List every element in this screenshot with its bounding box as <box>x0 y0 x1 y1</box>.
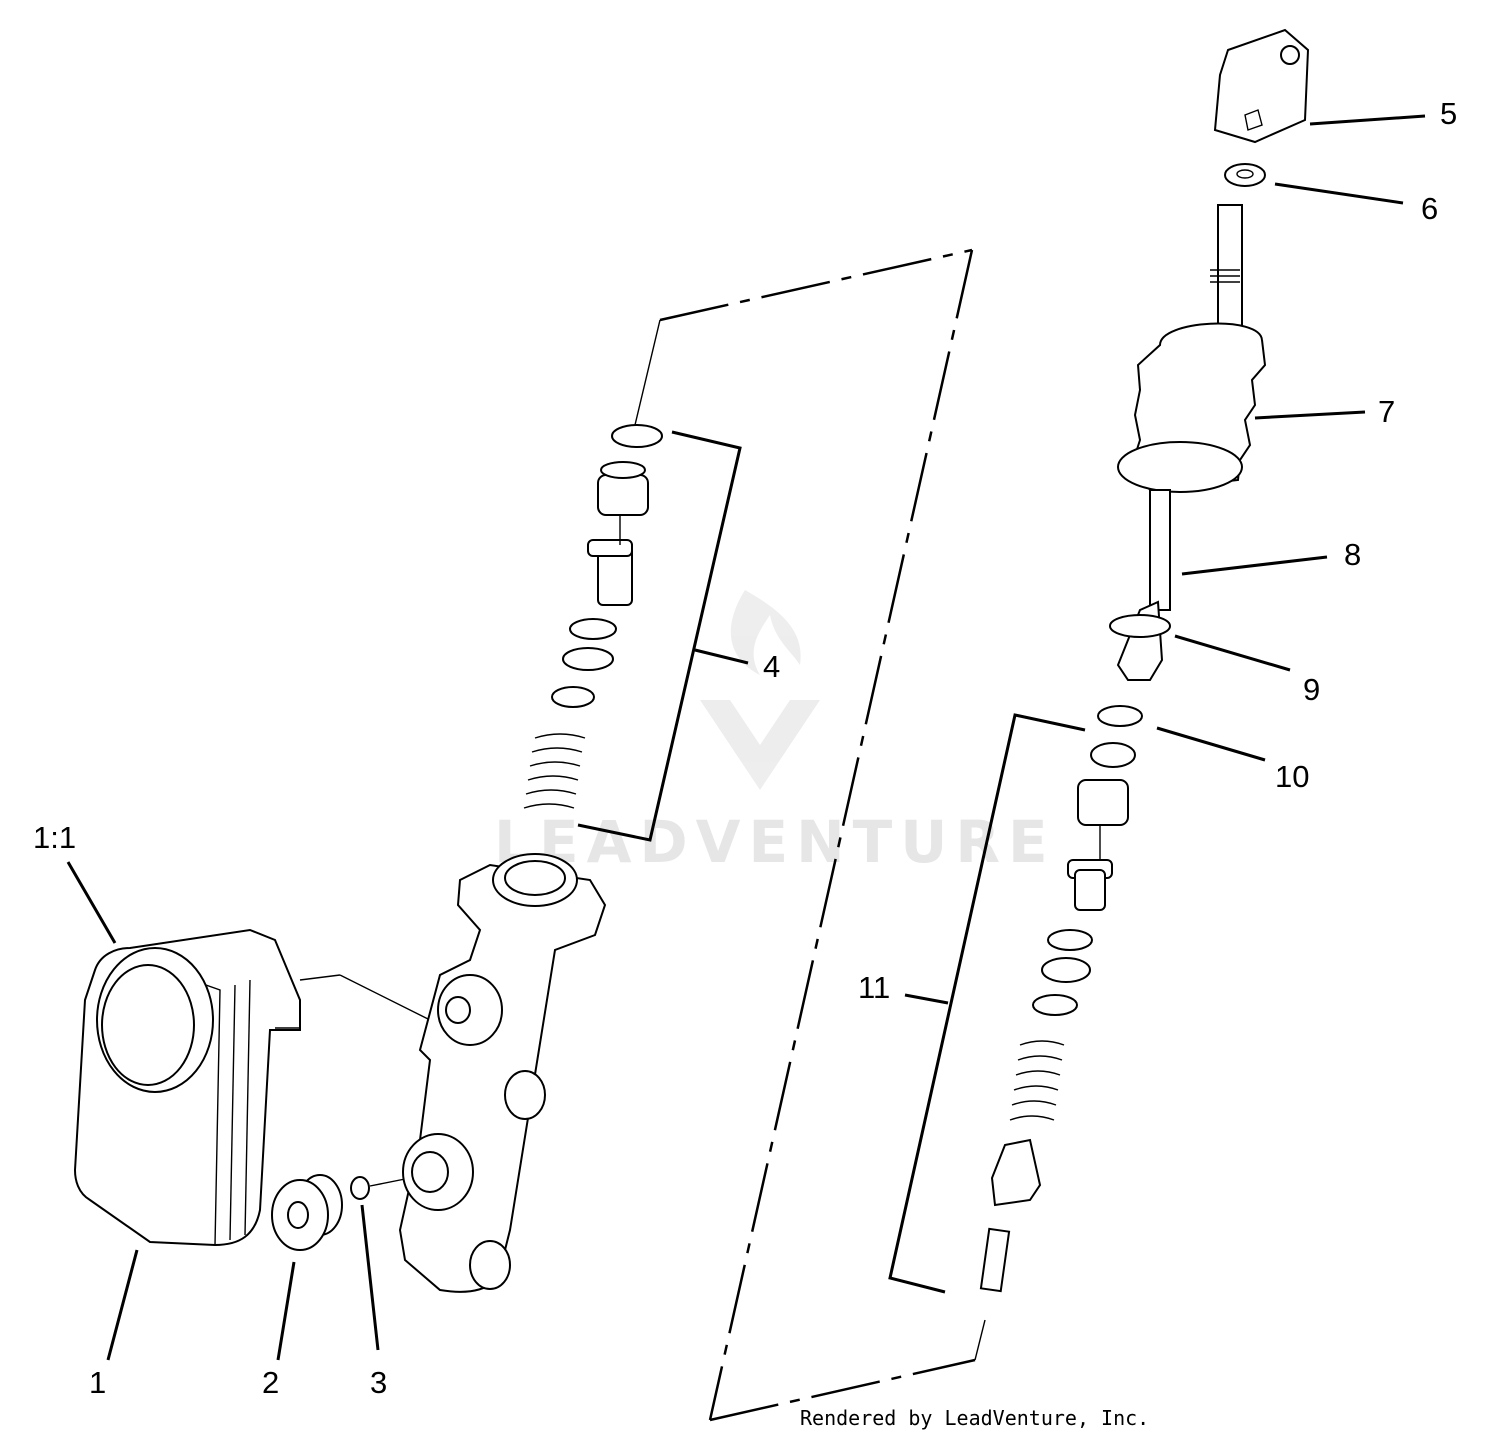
callout-3: 3 <box>370 1365 387 1400</box>
washer-part <box>1109 614 1171 638</box>
callout-6: 6 <box>1421 191 1438 226</box>
boot-part <box>1117 204 1267 493</box>
callout-7: 7 <box>1378 394 1395 429</box>
plug-part <box>350 1176 411 1200</box>
render-credit: Rendered by LeadVenture, Inc. <box>800 1406 1149 1430</box>
callout-9: 9 <box>1303 672 1320 707</box>
master-cylinder-body <box>398 853 607 1293</box>
callout-5: 5 <box>1440 96 1457 131</box>
nut-part <box>1224 163 1266 187</box>
callout-1-1: 1:1 <box>33 820 76 855</box>
watermark: LEADVENTURE <box>494 590 1056 876</box>
watermark-text: LEADVENTURE <box>494 808 1056 876</box>
reservoir-part <box>73 928 431 1247</box>
grommet-part <box>271 1174 343 1251</box>
callout-labels: 1:1 1 2 3 4 5 6 7 8 9 10 11 <box>33 96 1457 1400</box>
leadventure-logo-icon <box>700 590 820 790</box>
clevis-part <box>1213 28 1310 144</box>
leader-lines <box>66 114 1426 1361</box>
phantom-outline <box>634 248 986 1422</box>
callout-8: 8 <box>1344 537 1361 572</box>
seal-part <box>1097 705 1143 727</box>
callout-10: 10 <box>1275 759 1309 794</box>
secondary-piston-kit <box>888 713 1136 1294</box>
primary-piston-kit <box>523 424 749 842</box>
callout-1: 1 <box>89 1365 106 1400</box>
push-rod-part <box>1116 489 1171 681</box>
callout-2: 2 <box>262 1365 279 1400</box>
callout-11: 11 <box>858 970 890 1005</box>
callout-4: 4 <box>763 649 780 684</box>
